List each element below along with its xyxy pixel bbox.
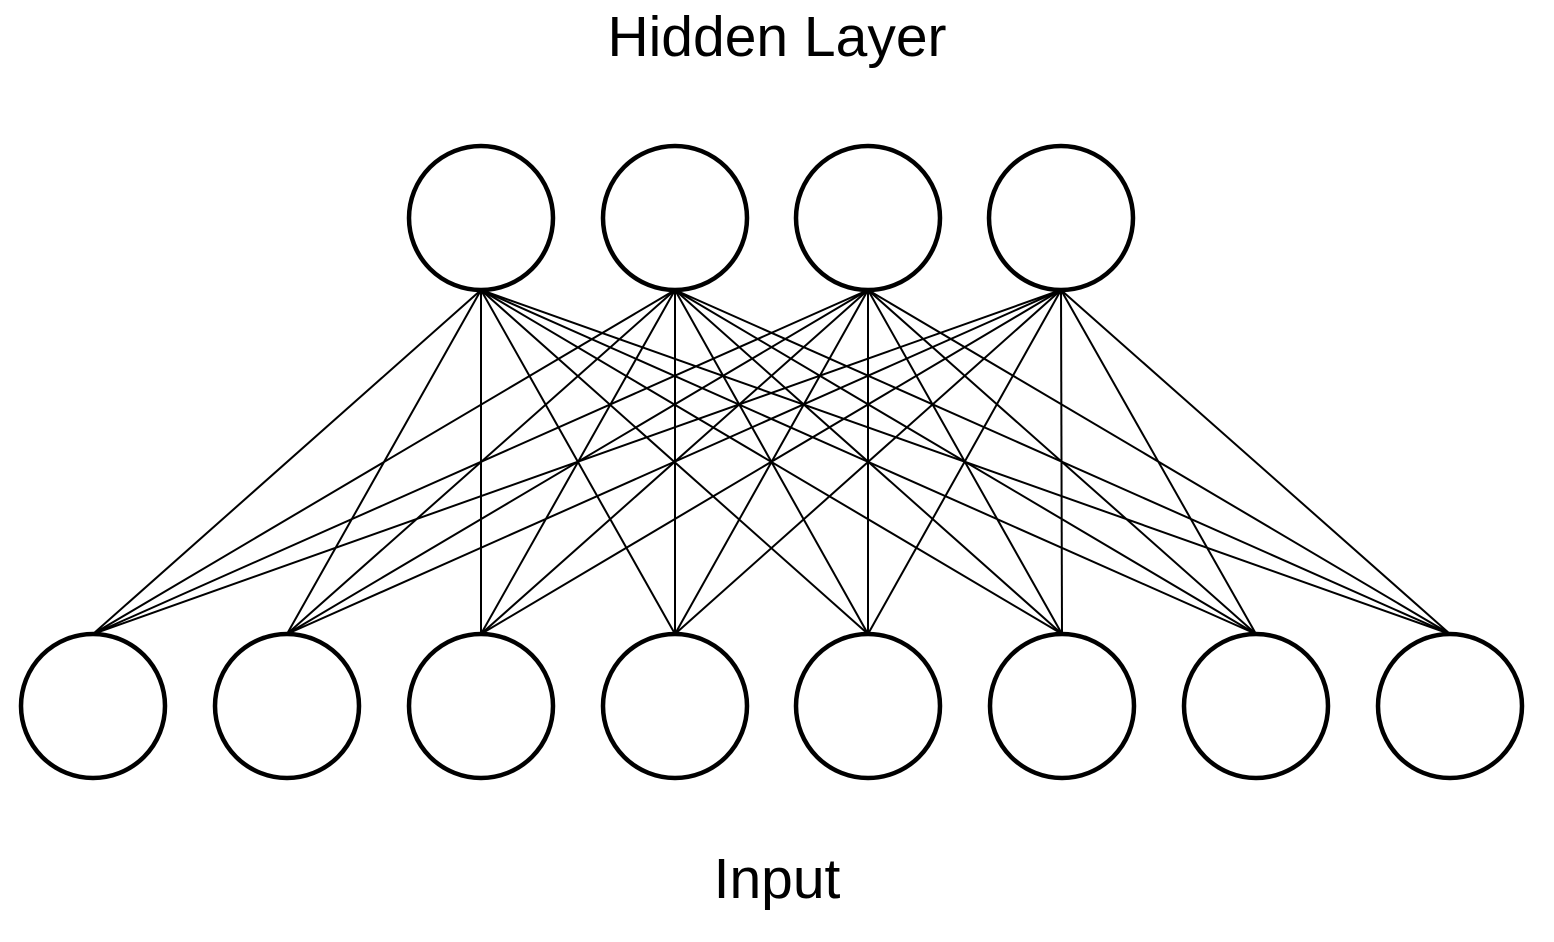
- input-node-7[interactable]: [1181, 631, 1331, 781]
- connection-edge: [92, 289, 1062, 635]
- hidden-node-4[interactable]: [986, 143, 1136, 293]
- connection-edge: [286, 289, 1062, 635]
- connection-edge: [92, 289, 676, 635]
- hidden-node-3[interactable]: [793, 143, 943, 293]
- hidden-layer-nodes: [406, 143, 1136, 293]
- hidden-node-2[interactable]: [600, 143, 750, 293]
- input-node-1[interactable]: [18, 631, 168, 781]
- hidden-node-1[interactable]: [406, 143, 556, 293]
- hidden-layer-title: Hidden Layer: [607, 5, 947, 69]
- connection-edge: [867, 289, 1062, 635]
- input-node-3[interactable]: [406, 631, 556, 781]
- input-node-2[interactable]: [212, 631, 362, 781]
- connection-edge: [480, 289, 1062, 635]
- input-layer-nodes: [18, 631, 1525, 781]
- input-node-4[interactable]: [600, 631, 750, 781]
- input-node-6[interactable]: [987, 631, 1137, 781]
- input-node-5[interactable]: [793, 631, 943, 781]
- input-layer-label: Input: [713, 847, 841, 911]
- connection-edge: [1060, 289, 1257, 635]
- connection-edge: [1060, 289, 1063, 635]
- input-node-8[interactable]: [1375, 631, 1525, 781]
- connection-edge: [1060, 289, 1451, 635]
- connection-edge: [92, 289, 482, 635]
- connection-edge: [92, 289, 869, 635]
- connection-edge: [674, 289, 1062, 635]
- connection-edges: [92, 289, 1451, 635]
